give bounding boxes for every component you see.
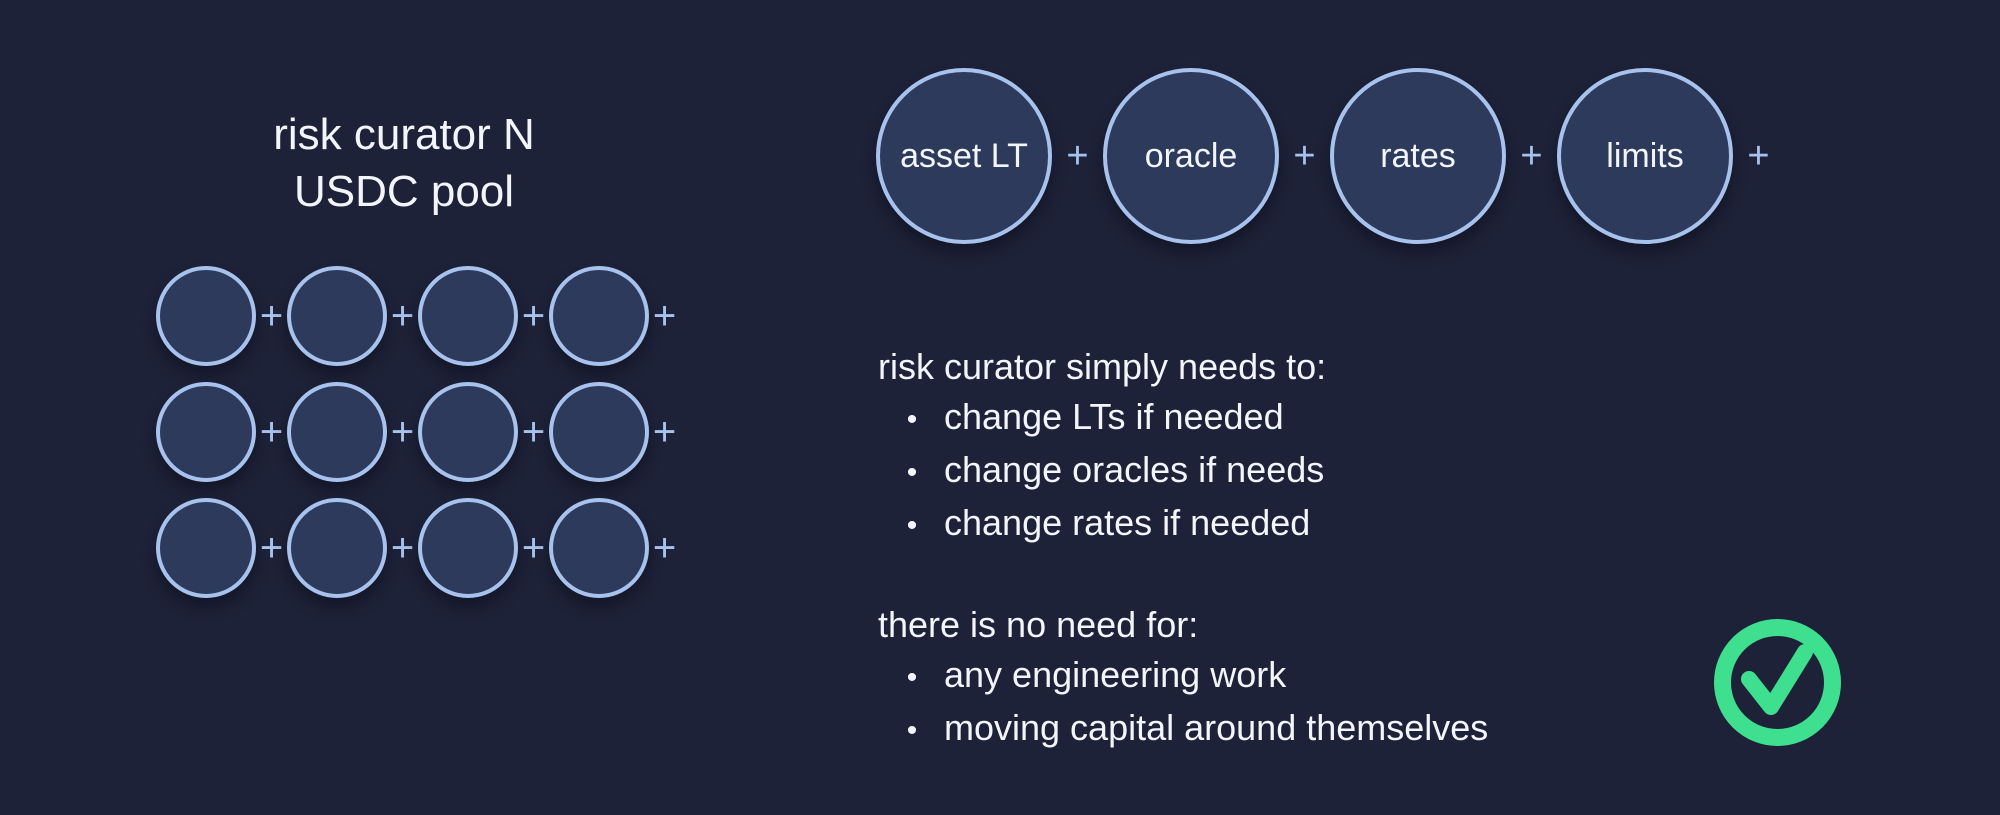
pool-title-line2: USDC pool [293, 167, 515, 216]
pool-asset-circle [418, 498, 518, 598]
bullet-icon: • [906, 661, 918, 694]
plus-operator: + [1747, 134, 1770, 177]
pool-grid-row: + + + + [156, 382, 680, 482]
param-circle-rates: rates [1330, 68, 1506, 244]
list-item: • change oracles if needs [878, 445, 1326, 498]
bullet-icon: • [906, 509, 918, 542]
plus-operator: + [390, 293, 415, 338]
pool-asset-circle [418, 382, 518, 482]
plus-operator: + [652, 525, 677, 570]
needs-block: risk curator simply needs to: • change L… [878, 342, 1326, 551]
plus-operator: + [259, 293, 284, 338]
list-item-text: change rates if needed [944, 502, 1311, 543]
param-circle-label: rates [1380, 136, 1456, 175]
plus-operator: + [1293, 134, 1316, 177]
plus-operator: + [390, 409, 415, 454]
plus-operator: + [521, 525, 546, 570]
no-need-block: there is no need for: • any engineering … [878, 600, 1488, 756]
pool-asset-circle [287, 382, 387, 482]
parameter-circles-row: asset LT + oracle + rates + limits + [876, 68, 1784, 244]
plus-operator: + [652, 409, 677, 454]
param-circle-asset-lt: asset LT [876, 68, 1052, 244]
list-item-text: change LTs if needed [944, 396, 1284, 437]
no-need-heading: there is no need for: [878, 604, 1199, 645]
param-circle-label: asset LT [900, 136, 1028, 175]
bullet-icon: • [906, 714, 918, 747]
list-item-text: any engineering work [944, 654, 1287, 695]
param-circle-label: limits [1606, 136, 1684, 175]
list-item: • any engineering work [878, 650, 1488, 703]
pool-asset-circle [549, 498, 649, 598]
pool-asset-circle [549, 382, 649, 482]
pool-asset-circle [287, 498, 387, 598]
list-item-text: change oracles if needs [944, 449, 1325, 490]
pool-asset-circle [156, 266, 256, 366]
param-circle-label: oracle [1144, 136, 1238, 175]
plus-operator: + [1520, 134, 1543, 177]
pool-asset-circle [287, 266, 387, 366]
list-item: • change LTs if needed [878, 392, 1326, 445]
pool-asset-circle [549, 266, 649, 366]
pool-asset-circle [156, 382, 256, 482]
pool-grid-row: + + + + [156, 266, 680, 366]
list-item: • moving capital around themselves [878, 703, 1489, 756]
plus-operator: + [652, 293, 677, 338]
needs-heading: risk curator simply needs to: [878, 346, 1327, 387]
pool-asset-circle [156, 498, 256, 598]
plus-operator: + [1066, 134, 1089, 177]
needs-list: • change LTs if needed • change oracles … [878, 392, 1326, 551]
pool-asset-circle [418, 266, 518, 366]
bullet-icon: • [906, 403, 918, 436]
bullet-icon: • [906, 456, 918, 489]
param-circle-oracle: oracle [1103, 68, 1279, 244]
plus-operator: + [390, 525, 415, 570]
pool-title: risk curator N USDC pool [104, 106, 704, 220]
success-check-icon [1714, 619, 1841, 746]
plus-operator: + [521, 293, 546, 338]
pool-grid-row: + + + + [156, 498, 680, 598]
list-item-text: moving capital around themselves [944, 707, 1489, 748]
no-need-list: • any engineering work • moving capital … [878, 650, 1489, 756]
pool-title-line1: risk curator N [273, 110, 535, 159]
plus-operator: + [521, 409, 546, 454]
param-circle-limits: limits [1557, 68, 1733, 244]
list-item: • change rates if needed [878, 498, 1326, 551]
plus-operator: + [259, 409, 284, 454]
pool-asset-grid: + + + + + + + + + + + + [156, 266, 680, 614]
plus-operator: + [259, 525, 284, 570]
